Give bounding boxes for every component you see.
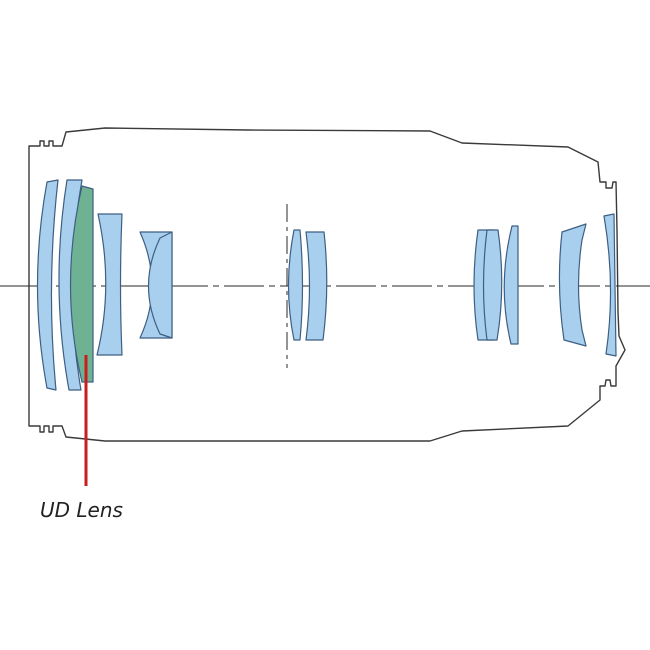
lens-element-group-3b (305, 231, 328, 341)
lens-element-group-4c (503, 225, 519, 345)
lens-element-group-3a (287, 229, 304, 341)
lens-element-group-5a (558, 223, 587, 347)
rear-lens-element (603, 213, 617, 357)
lens-element-group-2c (147, 231, 173, 339)
lens-barrel-outline (28, 127, 626, 442)
ud-lens-callout-label: UD Lens (40, 498, 123, 522)
front-lens-element-1 (36, 179, 59, 391)
ud-lens-element (69, 185, 94, 383)
lens-element-group-2a (96, 213, 123, 356)
lens-element-group-4b (482, 229, 503, 341)
